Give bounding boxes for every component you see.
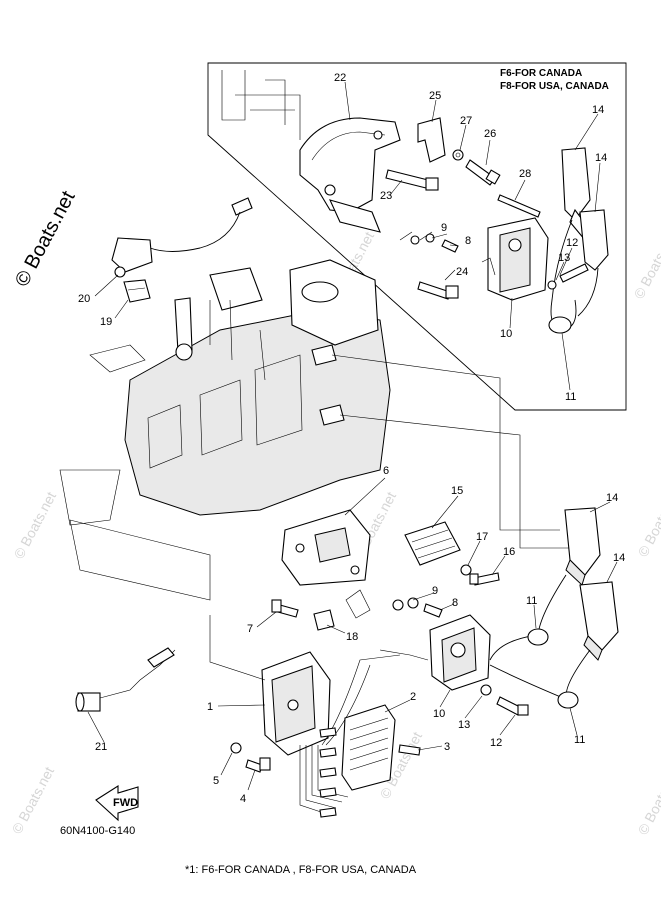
label-28: 28: [519, 168, 531, 180]
terminals-main: [345, 589, 419, 619]
bolt-12-inset: [559, 263, 589, 283]
label-14a: 14: [592, 104, 604, 116]
header-line1: F6-FOR CANADA: [500, 68, 582, 79]
label-9-main: 9: [432, 585, 438, 597]
bolt-23: [385, 169, 439, 191]
washer-13-inset: [547, 280, 557, 290]
label-11-main: 11: [574, 734, 585, 746]
label-9-inset: 9: [441, 222, 447, 234]
label-12-main: 12: [490, 737, 502, 749]
label-22: 22: [334, 72, 346, 84]
label-14d: 14: [613, 552, 625, 564]
watermark-br: © Boats.net: [635, 765, 661, 837]
inset-frame: [207, 62, 627, 411]
label-5: 5: [213, 775, 219, 787]
bolt-24: [417, 281, 459, 300]
screw-3: [398, 744, 421, 756]
label-14b: 14: [595, 152, 607, 164]
label-26: 26: [484, 128, 496, 140]
washer-13-main: [480, 684, 492, 696]
label-15: 15: [451, 485, 463, 497]
label-24: 24: [456, 266, 468, 278]
stop-switch: [75, 615, 266, 712]
label-14c: 14: [606, 492, 618, 504]
bolt-12-main: [496, 696, 529, 716]
plug-caps-inset: [548, 147, 609, 334]
terminals-inset: [399, 231, 435, 245]
label-10-main: 10: [433, 708, 445, 720]
label-6: 6: [383, 465, 389, 477]
bolt-26: [465, 159, 501, 186]
wire-harness: [299, 654, 401, 818]
label-2: 2: [410, 691, 416, 703]
washer-27: [452, 149, 464, 161]
screw-8-main: [423, 603, 443, 618]
washer-17: [460, 564, 472, 576]
label-8-inset: 8: [465, 235, 471, 247]
leader-lower: [339, 414, 580, 549]
leader-upper: [331, 354, 560, 531]
bolt-16: [469, 572, 500, 586]
label-21: 21: [95, 741, 107, 753]
bolt-7: [271, 599, 299, 618]
ignition-coil-main: [379, 614, 491, 691]
label-17: 17: [476, 531, 488, 543]
plug-caps-main: [564, 507, 619, 661]
label-27: 27: [460, 115, 472, 127]
label-8-main: 8: [452, 597, 458, 609]
label-16: 16: [503, 546, 515, 558]
label-20: 20: [78, 293, 90, 305]
header-line2: F8-FOR USA, CANADA: [500, 81, 609, 92]
label-1: 1: [207, 701, 213, 713]
watermark-bl: © Boats.net: [9, 764, 58, 836]
engine-ghost: [221, 70, 301, 140]
label-leaders: [87, 81, 618, 791]
screw-8-inset: [441, 239, 459, 253]
washer-5: [230, 742, 242, 754]
heat-sink: [341, 704, 396, 791]
watermark-mr: © Boats.net: [635, 487, 661, 559]
label-3: 3: [444, 741, 450, 753]
engine-block: [59, 259, 391, 601]
label-12-inset: 12: [566, 237, 578, 249]
fwd-label: FWD: [113, 797, 138, 809]
label-13-inset: 13: [558, 252, 570, 264]
label-13-main: 13: [458, 719, 470, 731]
watermark-ml: © Boats.net: [11, 489, 60, 561]
watermark-main: © Boats.net: [11, 187, 80, 290]
label-11-mid: 11: [526, 595, 537, 607]
sensor-19: [123, 279, 151, 303]
rectifier-15: [404, 521, 461, 566]
label-18: 18: [346, 631, 358, 643]
bolt-4: [245, 757, 271, 773]
label-7: 7: [247, 623, 253, 635]
clip-part: [417, 117, 446, 163]
label-19: 19: [100, 316, 112, 328]
ignition-coil-inset: [481, 217, 549, 301]
label-25: 25: [429, 90, 441, 102]
footnote: *1: F6-FOR CANADA , F8-FOR USA, CANADA: [185, 864, 417, 876]
drawing-code: 60N4100-G140: [60, 825, 135, 837]
thermo-switch: [111, 197, 253, 278]
plug-cords: [489, 574, 591, 709]
cdi-bracket: [281, 509, 371, 586]
label-10-inset: 10: [500, 328, 512, 340]
cdi-unit: [261, 651, 331, 756]
grommet-18: [313, 609, 335, 631]
label-4: 4: [240, 793, 246, 805]
fwd-arrow-icon: FWD: [95, 784, 139, 822]
stay-28: [497, 194, 541, 218]
watermark-tr: © Boats.net: [631, 229, 661, 301]
bracket-part: [299, 117, 401, 233]
label-23: 23: [380, 190, 392, 202]
label-11-inset: 11: [565, 391, 576, 403]
